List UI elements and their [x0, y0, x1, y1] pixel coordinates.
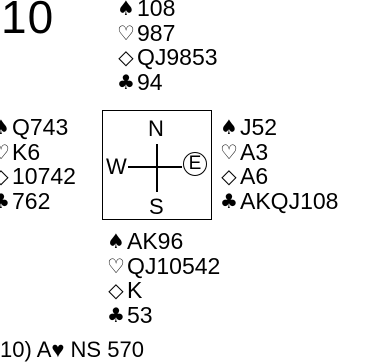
north-clubs-holding: 94	[137, 68, 163, 95]
south-hearts-holding: QJ10542	[127, 252, 221, 279]
club-icon: ♣	[220, 188, 238, 213]
south-diamonds-row: ◇ K	[105, 278, 220, 303]
west-hand: ♠ Q743 ♡ K6 ◇ 10742 ♣ 762	[0, 115, 76, 213]
compass-north-label: N	[148, 116, 164, 141]
compass-west-label: W	[106, 154, 127, 179]
diamond-icon: ◇	[221, 164, 237, 188]
west-spades-holding: Q743	[12, 114, 69, 140]
west-hearts-row: ♡ K6	[0, 138, 76, 165]
club-icon: ♣	[0, 188, 10, 213]
west-clubs-holding: 762	[12, 187, 51, 214]
south-spades-holding: AK96	[127, 228, 184, 254]
west-spades-row: ♠ Q743	[0, 115, 76, 140]
south-spades-row: ♠ AK96	[105, 229, 220, 254]
west-diamonds-holding: 10742	[12, 163, 76, 189]
south-hand: ♠ AK96 ♡ QJ10542 ◇ K ♣ 53	[105, 229, 220, 327]
south-clubs-row: ♣ 53	[105, 301, 220, 328]
board-result-caption: 10) A♥ NS 570	[0, 337, 144, 362]
diamond-icon: ◇	[0, 164, 9, 188]
heart-icon: ♡	[117, 20, 135, 45]
west-hearts-holding: K6	[12, 138, 41, 165]
diamond-icon: ◇	[118, 45, 134, 69]
east-spades-row: ♠ J52	[218, 115, 338, 140]
north-spades-holding: 108	[137, 0, 176, 21]
east-spades-holding: J52	[240, 114, 278, 140]
compass-box: N W S E	[102, 110, 212, 220]
east-hearts-holding: A3	[240, 138, 269, 165]
club-icon: ♣	[107, 302, 125, 327]
north-hearts-holding: 987	[137, 19, 176, 46]
club-icon: ♣	[117, 69, 135, 94]
heart-icon: ♡	[107, 253, 125, 278]
west-clubs-row: ♣ 762	[0, 187, 76, 214]
north-clubs-row: ♣ 94	[115, 68, 218, 95]
compass-horizontal-line	[128, 166, 182, 168]
east-hand: ♠ J52 ♡ A3 ◇ A6 ♣ AKQJ108	[218, 115, 338, 213]
compass-east-dealer-label: E	[183, 152, 207, 176]
heart-icon: ♡	[220, 139, 238, 164]
spade-icon: ♠	[107, 229, 125, 253]
spade-icon: ♠	[0, 115, 10, 139]
board-number: 10	[1, 0, 55, 43]
east-diamonds-row: ◇ A6	[218, 164, 338, 189]
east-diamonds-holding: A6	[240, 163, 269, 189]
spade-icon: ♠	[117, 0, 135, 20]
heart-icon: ♡	[0, 139, 10, 164]
north-diamonds-row: ◇ QJ9853	[115, 44, 218, 70]
west-diamonds-row: ◇ 10742	[0, 164, 76, 189]
south-clubs-holding: 53	[127, 301, 153, 328]
east-hearts-row: ♡ A3	[218, 138, 338, 165]
south-diamonds-holding: K	[127, 277, 143, 303]
east-clubs-holding: AKQJ108	[240, 187, 339, 214]
diamond-icon: ◇	[108, 278, 124, 302]
south-hearts-row: ♡ QJ10542	[105, 252, 221, 279]
east-clubs-row: ♣ AKQJ108	[218, 187, 339, 214]
north-diamonds-holding: QJ9853	[137, 44, 218, 70]
north-spades-row: ♠ 108	[115, 0, 218, 21]
north-hearts-row: ♡ 987	[115, 19, 218, 46]
north-hand: ♠ 108 ♡ 987 ◇ QJ9853 ♣ 94	[115, 0, 218, 94]
compass-vertical-line	[156, 144, 158, 192]
spade-icon: ♠	[220, 115, 238, 139]
compass-south-label: S	[149, 194, 164, 219]
